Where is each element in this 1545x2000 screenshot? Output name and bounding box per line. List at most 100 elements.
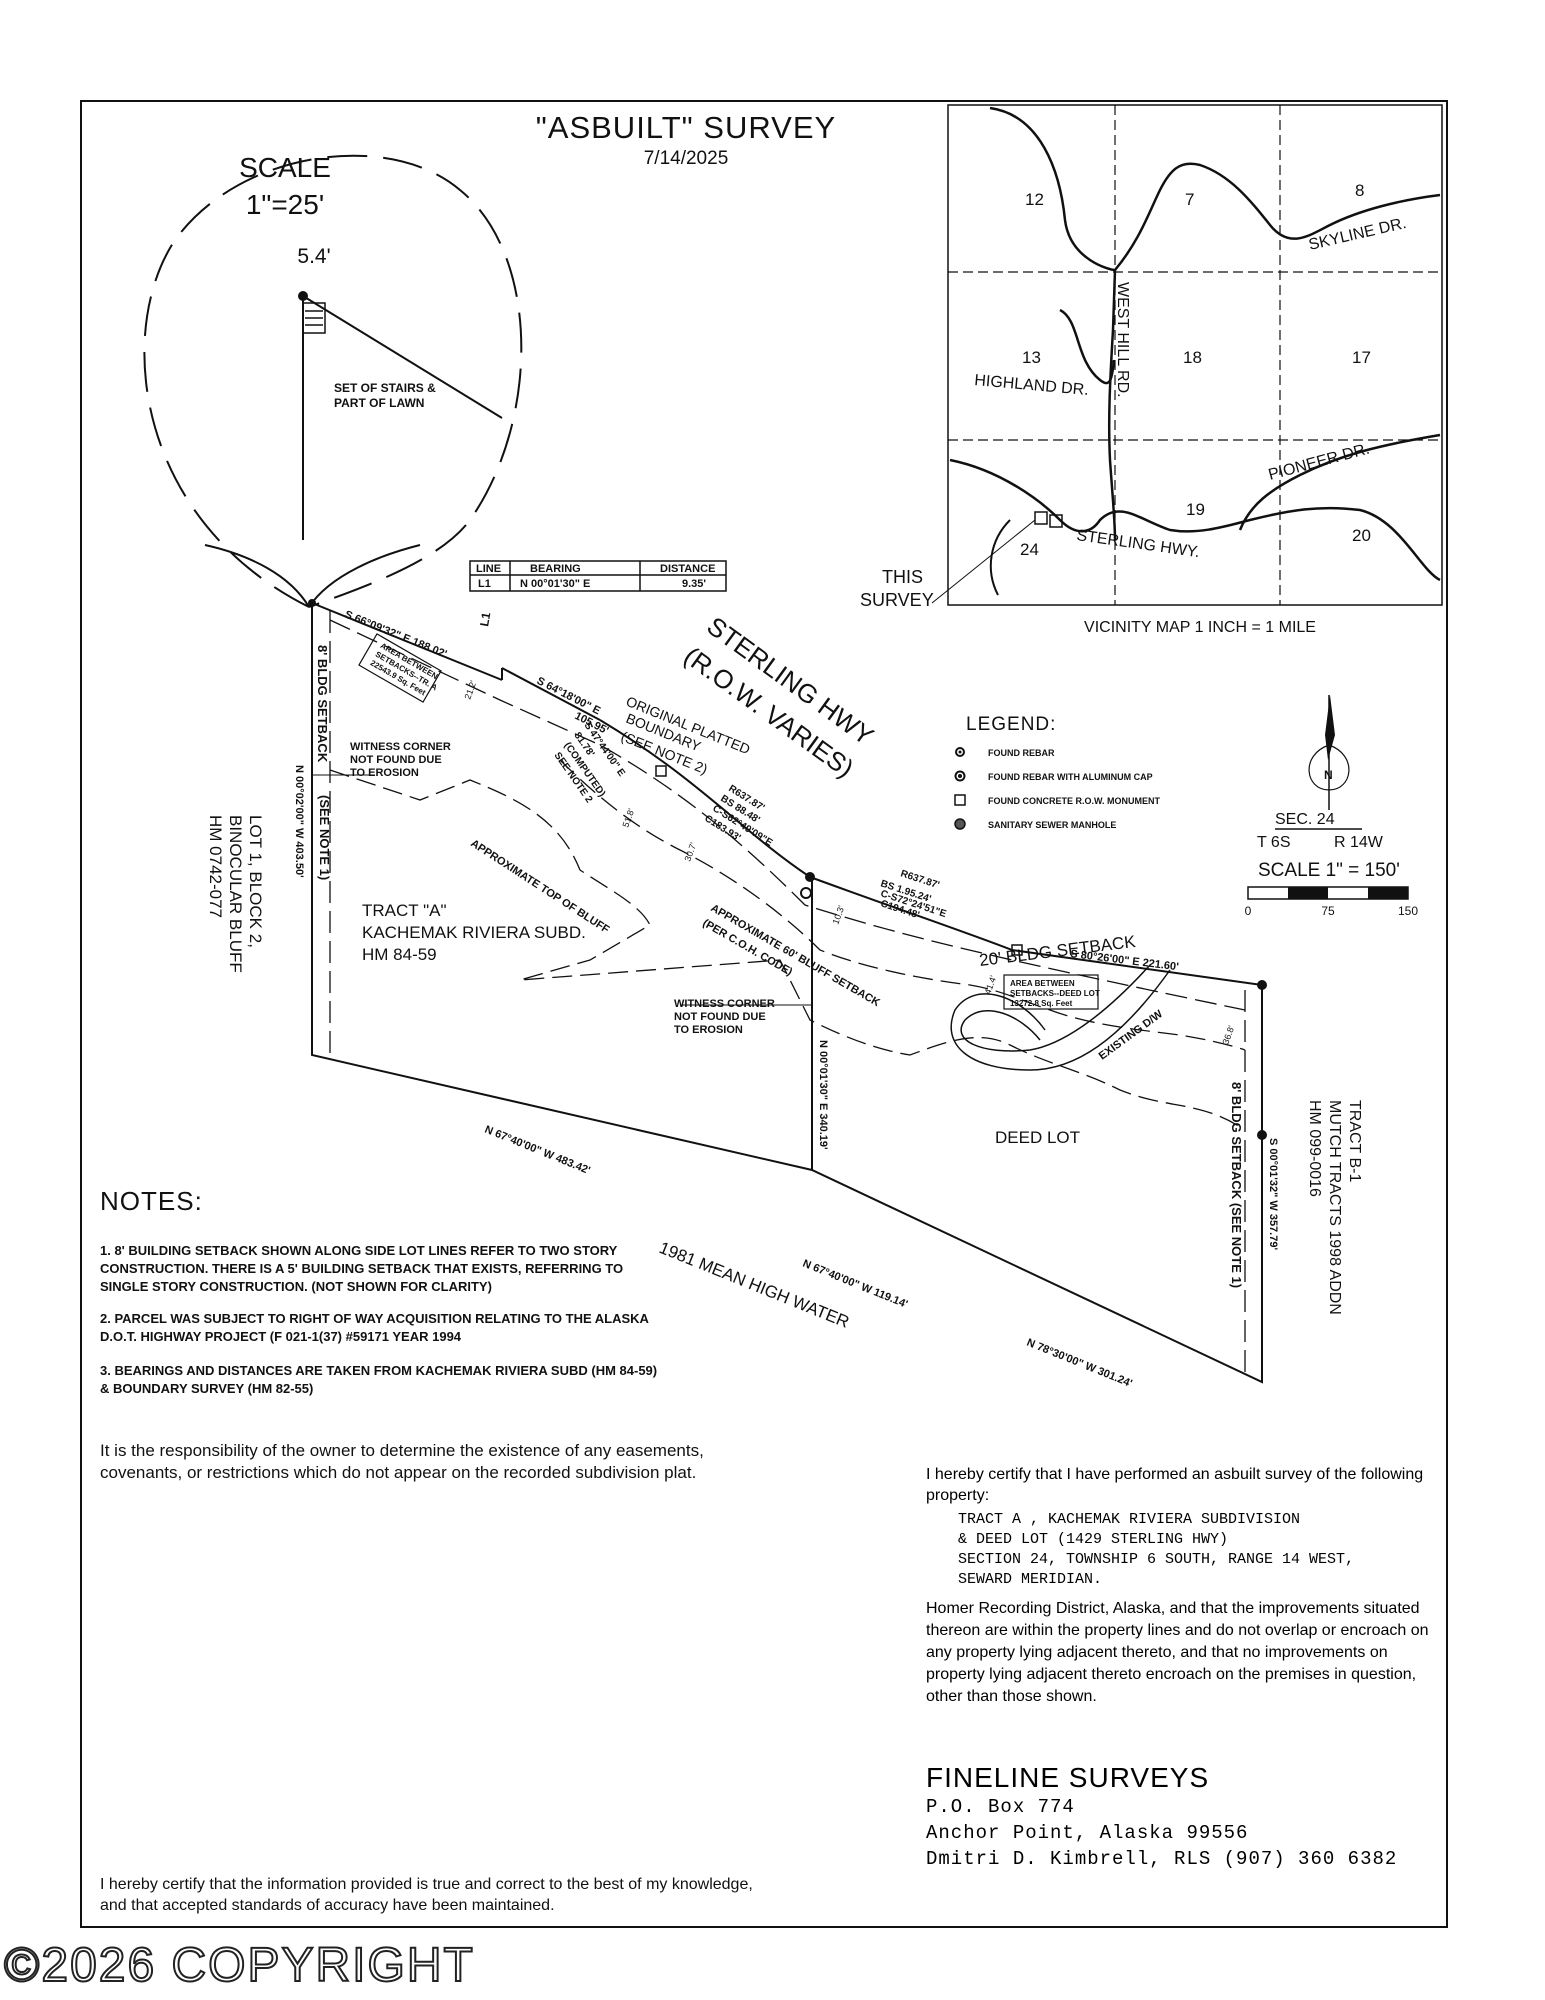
west-parcel-line-2: BINOCULAR BLUFF	[226, 815, 245, 973]
scale-detail: SCALE 1"=25' 5.4' SET OF STAIRS & PART O…	[143, 152, 523, 608]
vicinity-section-7: 7	[1185, 190, 1194, 209]
tract-a-line-1: TRACT "A"	[362, 901, 447, 920]
dim-3: 30.7'	[682, 841, 698, 863]
line-table: LINE BEARING DISTANCE L1 N 00°01'30" E 9…	[469, 560, 727, 592]
detail-note-line-1: SET OF STAIRS &	[334, 381, 436, 395]
owner-responsibility-disclaimer: It is the responsibility of the owner to…	[100, 1441, 704, 1482]
section-info: SEC. 24 T 6S R 14W SCALE 1" = 150' 0 75 …	[1245, 811, 1419, 918]
detail-note-line-2: PART OF LAWN	[334, 396, 424, 410]
section-range: R 14W	[1334, 834, 1384, 851]
vicinity-section-12: 12	[1025, 190, 1044, 209]
bluff-setback-1: APPROXIMATE 60' BLUFF SETBACK	[709, 902, 882, 1009]
west-parcel-line-1: LOT 1, BLOCK 2,	[246, 815, 265, 948]
vicinity-section-13: 13	[1022, 348, 1041, 367]
vicinity-map: 12 7 8 13 18 17 24 19 20 SKYLINE DR. WES…	[860, 104, 1443, 636]
table-header-line: LINE	[476, 563, 501, 575]
firm-address-2: Anchor Point, Alaska 99556	[926, 1822, 1249, 1844]
vicinity-section-17: 17	[1352, 348, 1371, 367]
survey-title: "ASBUILT" SURVEY	[536, 110, 836, 145]
property-line-2: & DEED LOT (1429 STERLING HWY)	[958, 1531, 1229, 1548]
notes-title: NOTES:	[100, 1186, 203, 1216]
table-header-distance: DISTANCE	[660, 563, 715, 575]
note-2: 2. PARCEL WAS SUBJECT TO RIGHT OF WAY AC…	[100, 1311, 649, 1344]
dim-2: 51.8'	[620, 807, 636, 829]
legend-item-manhole: SANITARY SEWER MANHOLE	[988, 820, 1116, 830]
vicinity-section-20: 20	[1352, 526, 1371, 545]
section-scale: SCALE 1" = 150'	[1258, 860, 1400, 881]
this-survey-line-2: SURVEY	[860, 590, 934, 610]
detail-scale-value: 1"=25'	[246, 189, 324, 220]
firm-contact: Dmitri D. Kimbrell, RLS (907) 360 6382	[926, 1848, 1398, 1870]
east-parcel-line-3: HM 099-0016	[1306, 1100, 1323, 1197]
bearing-b7: N 67°40'00" W 483.42'	[483, 1124, 592, 1177]
mean-high-water: 1981 MEAN HIGH WATER	[657, 1238, 852, 1332]
bearing-b6: S 00°01'32" W 357.79'	[1267, 1138, 1279, 1250]
dim-4: 10.3'	[830, 904, 846, 926]
road-skyline-dr: SKYLINE DR.	[1307, 215, 1408, 254]
legend-item-monument: FOUND CONCRETE R.O.W. MONUMENT	[988, 796, 1160, 806]
section-sec: SEC. 24	[1275, 811, 1335, 828]
note-1: 1. 8' BUILDING SETBACK SHOWN ALONG SIDE …	[100, 1243, 624, 1294]
table-header-bearing: BEARING	[530, 563, 581, 575]
area-deed-line-3: 13272.8 Sq. Feet	[1010, 999, 1073, 1008]
firm-block: FINELINE SURVEYS P.O. Box 774 Anchor Poi…	[926, 1762, 1426, 1872]
l1-label: L1	[477, 611, 493, 628]
this-survey-line-1: THIS	[882, 567, 923, 587]
dim-6: 36.8'	[1220, 1024, 1236, 1046]
area-deed-line-2: SETBACKS--DEED LOT	[1010, 989, 1100, 998]
vicinity-caption: VICINITY MAP 1 INCH = 1 MILE	[1084, 619, 1316, 636]
table-cell-line: L1	[478, 578, 491, 590]
owner-certification: I hereby certify that the information pr…	[100, 1876, 753, 1914]
legend: LEGEND: FOUND REBAR FOUND REBAR WITH ALU…	[954, 714, 1160, 830]
vicinity-section-19: 19	[1186, 500, 1205, 519]
east-parcel-line-2: MUTCH TRACTS 1998 ADDN	[1326, 1100, 1343, 1315]
vicinity-section-24: 24	[1020, 540, 1039, 559]
legend-item-found-rebar: FOUND REBAR	[988, 748, 1055, 758]
witness-1-line-1: WITNESS CORNER	[350, 741, 451, 753]
bearing-b9: N 78°30'00" W 301.24'	[1025, 1337, 1134, 1390]
top-of-bluff-label: APPROXIMATE TOP OF BLUFF	[468, 837, 611, 936]
detail-scale-title: SCALE	[239, 152, 331, 183]
bearing-b2: S 64°18'00" E	[535, 675, 603, 717]
dim-5: 41.4'	[982, 974, 998, 996]
road-west-hill-rd: WEST HILL RD.	[1114, 282, 1131, 398]
sheet-border	[80, 100, 1448, 1928]
table-cell-distance: 9.35'	[682, 578, 706, 590]
legend-title: LEGEND:	[966, 714, 1056, 735]
scale-bar-150: 150	[1398, 904, 1418, 918]
survey-date: 7/14/2025	[644, 148, 729, 169]
table-cell-bearing: N 00°01'30" E	[520, 578, 590, 590]
section-township: T 6S	[1257, 834, 1291, 851]
firm-address-1: P.O. Box 774	[926, 1796, 1075, 1818]
witness-2-line-2: NOT FOUND DUE	[674, 1011, 766, 1023]
copyright-watermark: ©2026 COPYRIGHT	[3, 1938, 475, 1993]
dim-1: 21.2'	[462, 679, 478, 701]
area-deed-line-1: AREA BETWEEN	[1010, 979, 1075, 988]
bldg-setback-8-east: 8' BLDG SETBACK (SEE NOTE 1)	[1229, 1082, 1244, 1288]
bearing-b5: N 00°01'30" E 340.19'	[817, 1040, 829, 1150]
north-label: N	[1324, 768, 1333, 782]
property-line-1: TRACT A , KACHEMAK RIVIERA SUBDIVISION	[958, 1511, 1301, 1528]
witness-1-line-3: TO EROSION	[350, 767, 419, 779]
see-note-1-west: (SEE NOTE 1)	[317, 795, 332, 880]
witness-2-line-1: WITNESS CORNER	[674, 998, 775, 1010]
witness-2-line-3: TO EROSION	[674, 1024, 743, 1036]
scale-bar-75: 75	[1321, 904, 1335, 918]
property-line-4: SEWARD MERIDIAN.	[958, 1571, 1103, 1588]
witness-1-line-2: NOT FOUND DUE	[350, 754, 442, 766]
detail-dimension: 5.4'	[297, 245, 330, 268]
property-description: TRACT A , KACHEMAK RIVIERA SUBDIVISION &…	[958, 1510, 1438, 1590]
surveyor-certification: I hereby certify that I have performed a…	[926, 1466, 1424, 1504]
note-3: 3. BEARINGS AND DISTANCES ARE TAKEN FROM…	[100, 1363, 658, 1396]
vicinity-section-8: 8	[1355, 181, 1364, 200]
deed-lot-label: DEED LOT	[995, 1128, 1080, 1147]
east-parcel-line-1: TRACT B-1	[1346, 1100, 1363, 1182]
vicinity-section-18: 18	[1183, 348, 1202, 367]
tract-a-line-3: HM 84-59	[362, 945, 437, 964]
road-pioneer-dr: PIONEER DR.	[1267, 441, 1372, 484]
property-line-3: SECTION 24, TOWNSHIP 6 SOUTH, RANGE 14 W…	[958, 1551, 1355, 1568]
west-parcel-line-3: HM 0742-077	[206, 815, 225, 918]
legend-item-rebar-cap: FOUND REBAR WITH ALUMINUM CAP	[988, 772, 1153, 782]
bldg-setback-8-west: 8' BLDG SETBACK	[315, 645, 330, 763]
